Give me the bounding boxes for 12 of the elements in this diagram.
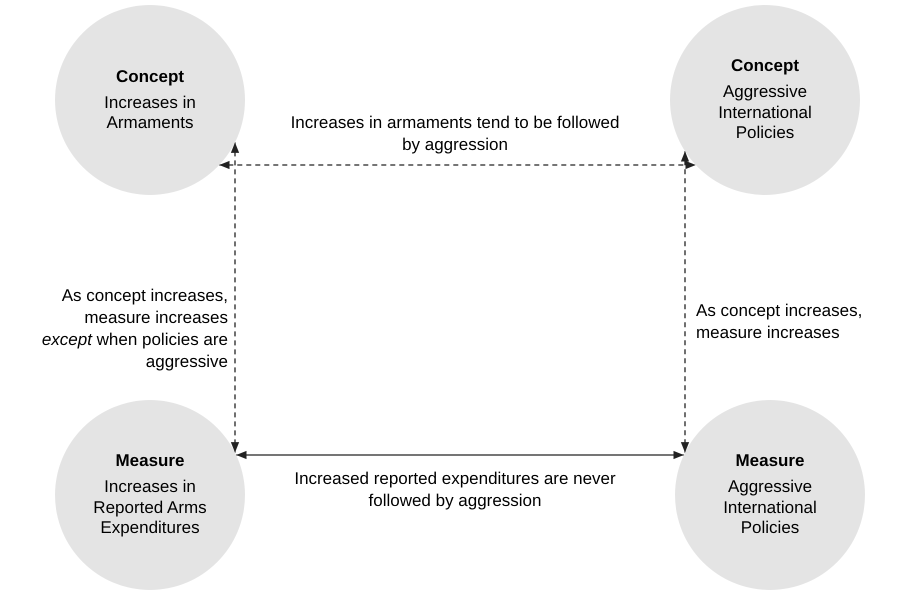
node-heading: Concept	[731, 56, 799, 76]
arrow	[230, 142, 240, 453]
node-heading: Measure	[116, 451, 184, 472]
node-heading: Concept	[116, 66, 184, 87]
arrow	[236, 450, 684, 460]
node-text: Aggressive International Policies	[722, 477, 818, 539]
node-text: Aggressive International Policies	[717, 82, 813, 144]
arrow	[219, 160, 696, 170]
node-heading: Measure	[736, 451, 804, 472]
arrow	[680, 151, 690, 453]
node-text: Increases in Reported Arms Expenditures	[92, 477, 208, 539]
node-text: Increases in Armaments	[103, 92, 197, 134]
